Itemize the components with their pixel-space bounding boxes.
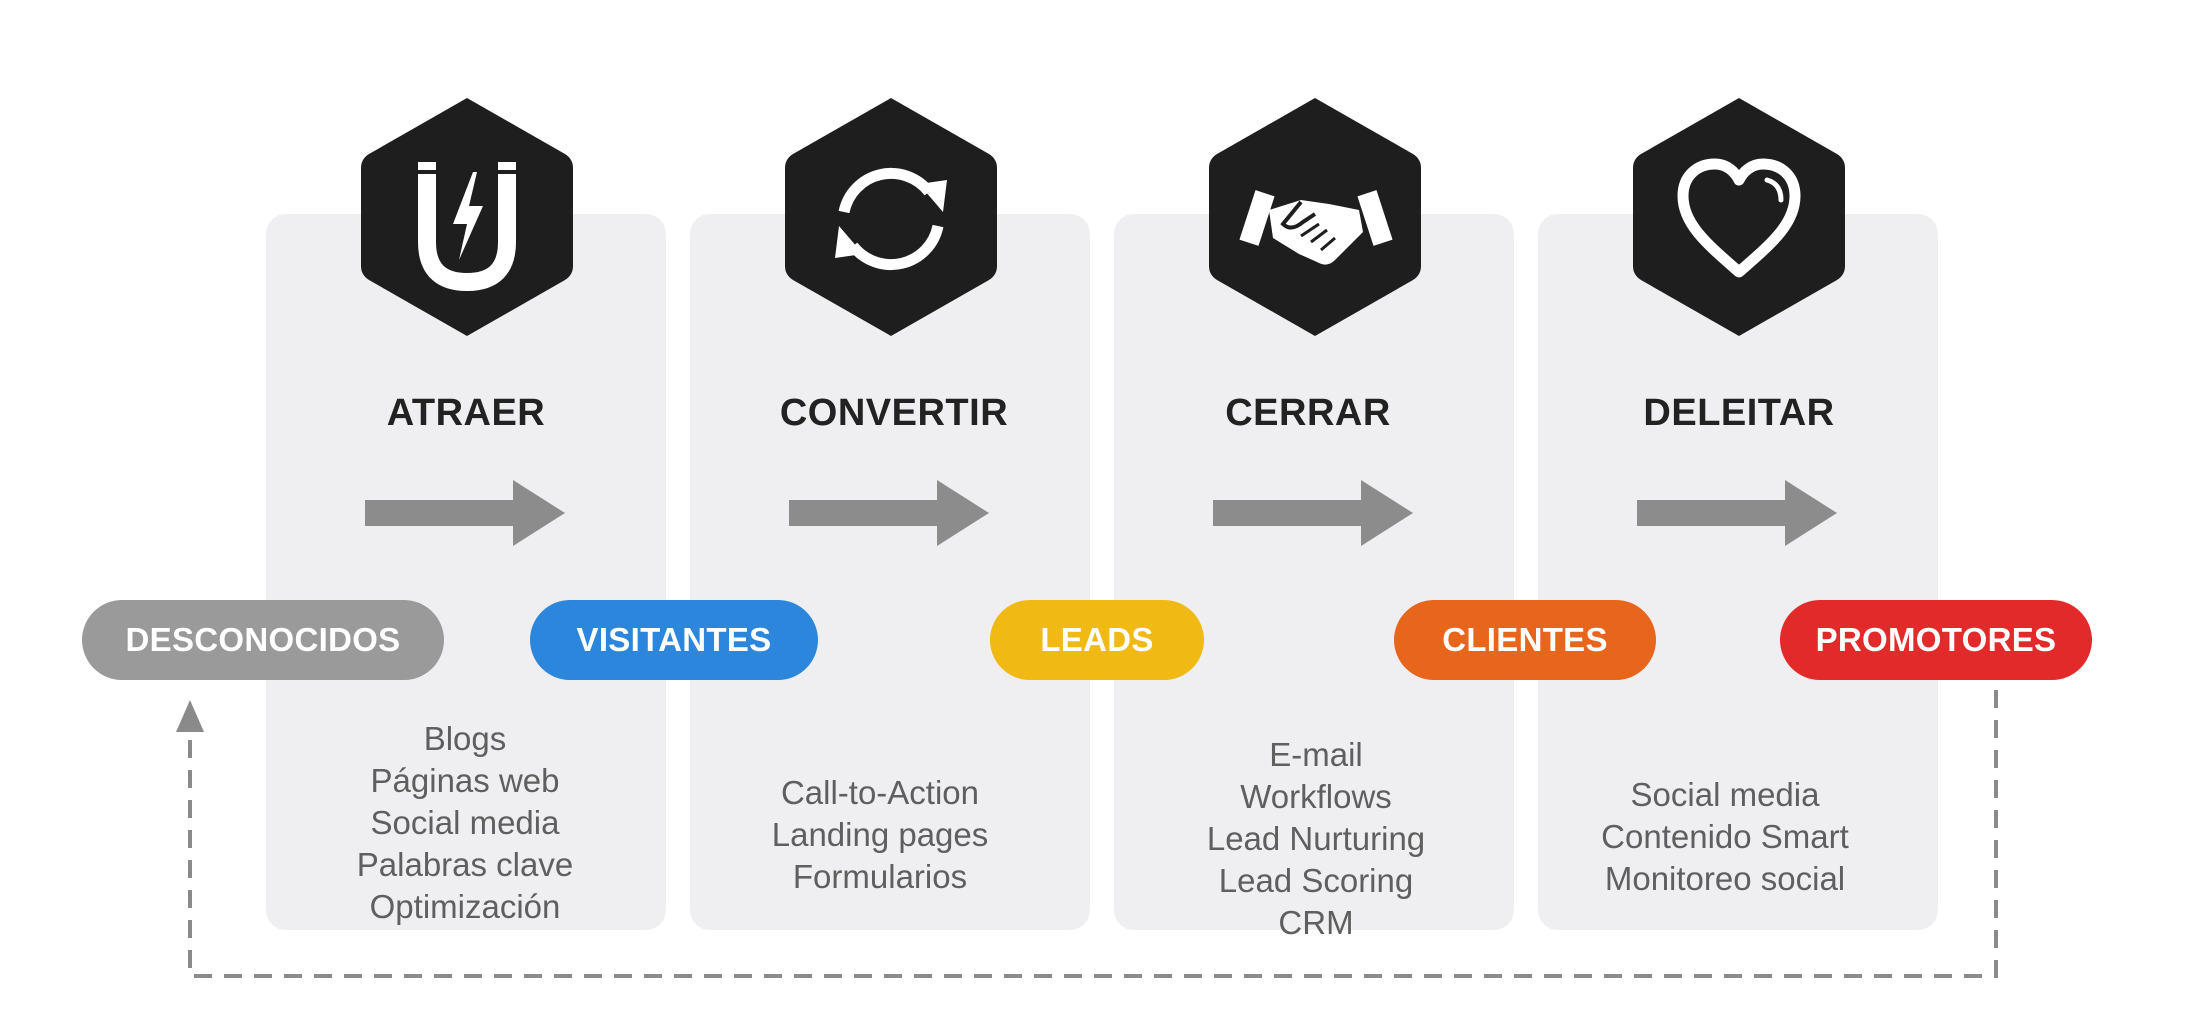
stage-title-cerrar: CERRAR: [1225, 392, 1391, 434]
atraer-hexagon: [355, 92, 579, 342]
items-deleitar: Social media Contenido Smart Monitoreo s…: [1545, 774, 1905, 900]
list-item: Palabras clave: [356, 846, 574, 883]
list-item: Lead Scoring: [1218, 862, 1414, 899]
list-item: Lead Nurturing: [1206, 820, 1426, 857]
list-item: CRM: [1278, 904, 1354, 941]
pill-clientes: CLIENTES: [1394, 600, 1656, 680]
flow-arrow-deleitar: [1637, 480, 1837, 546]
list-item: Optimización: [369, 888, 561, 925]
list-item: Formularios: [792, 858, 968, 895]
list-item: Contenido Smart: [1601, 818, 1849, 855]
list-item: Social media: [1630, 776, 1820, 813]
magnet-icon: [417, 162, 517, 292]
pill-leads: LEADS: [990, 600, 1204, 680]
list-item: Workflows: [1240, 778, 1392, 815]
items-cerrar: E-mail Workflows Lead Nurturing Lead Sco…: [1136, 734, 1496, 944]
pill-promotores: PROMOTORES: [1780, 600, 2092, 680]
items-convertir: Call-to-Action Landing pages Formularios: [700, 772, 1060, 898]
flow-arrow-convertir: [789, 480, 989, 546]
list-item: E-mail: [1269, 736, 1363, 773]
stage-title-deleitar: DELEITAR: [1643, 392, 1835, 434]
deleitar-hexagon: [1627, 92, 1851, 342]
pill-visitantes: VISITANTES: [530, 600, 818, 680]
handshake-icon: [1239, 190, 1393, 265]
pill-desconocidos: DESCONOCIDOS: [82, 600, 444, 680]
flow-arrow-cerrar: [1213, 480, 1413, 546]
heart-icon: [1677, 158, 1801, 278]
stage-title-convertir: CONVERTIR: [779, 392, 1009, 434]
list-item: Landing pages: [771, 816, 989, 853]
stage-title-atraer: ATRAER: [386, 392, 546, 434]
convertir-hexagon: [779, 92, 1003, 342]
cerrar-hexagon: [1203, 92, 1427, 342]
list-item: Monitoreo social: [1604, 860, 1846, 897]
list-item: Call-to-Action: [780, 774, 980, 811]
list-item: Social media: [370, 804, 560, 841]
list-item: Blogs: [423, 720, 507, 757]
refresh-icon: [835, 167, 947, 271]
items-atraer: Blogs Páginas web Social media Palabras …: [285, 718, 645, 928]
flow-arrow-atraer: [365, 480, 565, 546]
list-item: Páginas web: [370, 762, 560, 799]
